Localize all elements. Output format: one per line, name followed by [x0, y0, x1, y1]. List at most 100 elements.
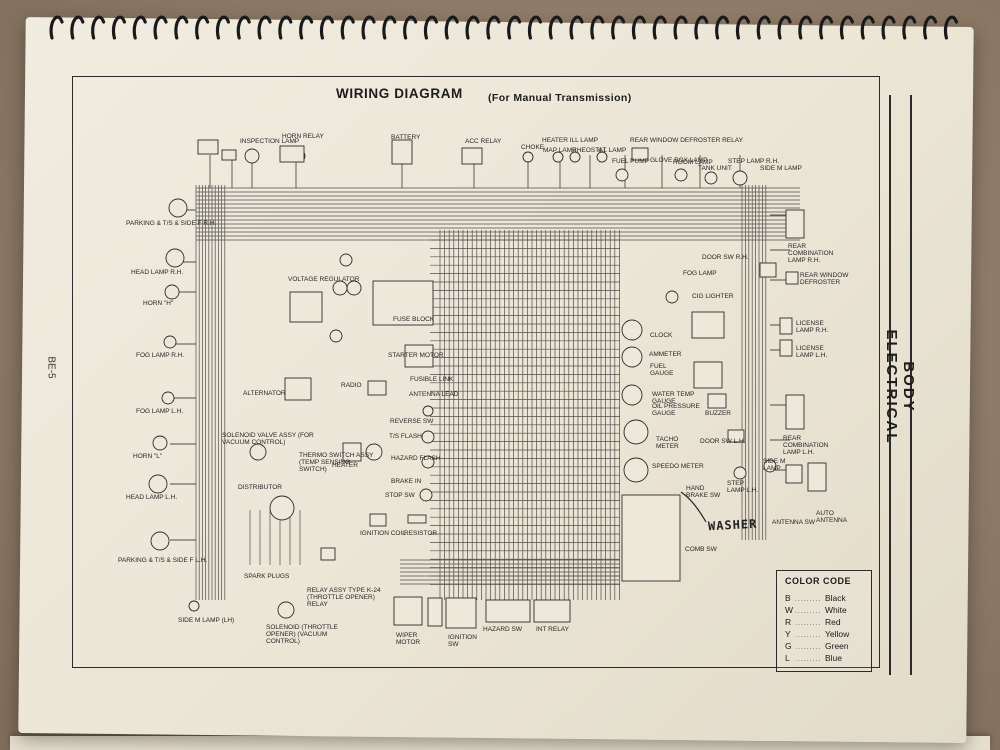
spiral-coil — [819, 15, 834, 40]
component-symbol — [733, 466, 747, 480]
component-symbol — [244, 148, 260, 164]
label-reverse-sw: REVERSE SW — [390, 418, 434, 425]
spiral-coil — [444, 15, 459, 40]
side-rule — [910, 95, 912, 675]
label-hazard-sw: HAZARD SW — [483, 626, 522, 633]
component-box — [785, 271, 799, 285]
component-symbol — [665, 290, 679, 304]
spiral-coil — [236, 15, 251, 40]
label-radio: RADIO — [341, 382, 362, 389]
label-oil-pressure-gauge: OIL PRESSURE GAUGE — [652, 403, 700, 417]
component-symbol — [148, 474, 168, 494]
label-choke: CHOKE — [521, 144, 545, 151]
label-horn-h: HORN "H" — [143, 300, 174, 307]
label-ill-lamp: ILL LAMP — [598, 147, 627, 154]
label-parking-rh: PARKING & T/S & SIDE F R.H. — [126, 220, 217, 227]
label-hand-brake-sw: HAND BRAKE SW — [686, 485, 721, 499]
spiral-coil — [839, 15, 854, 40]
color-code-row: W.........White — [785, 605, 847, 615]
component-symbol — [269, 495, 295, 521]
component-symbol — [732, 170, 748, 186]
diagram-subtitle: (For Manual Transmission) — [488, 92, 632, 104]
component-box — [785, 394, 805, 430]
spiral-coil — [673, 15, 688, 40]
label-buzzer: BUZZER — [705, 410, 731, 417]
label-map-lamp: MAP LAMP — [543, 147, 577, 154]
label-step-lamp-lh: STEP LAMP L.H. — [727, 480, 759, 494]
label-ignition-coil: IGNITION COIL — [360, 530, 406, 537]
label-thermo-switch: THERMO SWITCH ASSY (TEMP SENSING SWITCH) — [299, 452, 374, 473]
component-box — [404, 344, 434, 368]
label-horn-relay: HORN RELAY — [282, 133, 324, 140]
label-voltage-regulator: VOLTAGE REGULATOR — [288, 276, 360, 283]
label-acc-relay: ACC RELAY — [465, 138, 502, 145]
component-symbol — [329, 329, 343, 343]
label-rear-window-defroster-relay: REAR WINDOW DEFROSTER RELAY — [630, 137, 743, 144]
component-symbol — [152, 435, 168, 451]
component-symbol — [552, 151, 564, 163]
label-int-relay: INT RELAY — [536, 626, 569, 633]
label-ignition-sw: IGNITION SW — [448, 634, 477, 648]
component-box — [785, 209, 805, 239]
component-symbol — [421, 455, 435, 469]
label-starter-motor: STARTER MOTOR — [388, 352, 444, 359]
spiral-coil — [631, 15, 646, 40]
component-symbol — [763, 459, 777, 473]
label-battery: BATTERY — [391, 134, 421, 141]
label-side-m-lamp-rh: SIDE M LAMP — [760, 165, 802, 172]
component-box — [221, 149, 237, 161]
color-code-row: R.........Red — [785, 617, 841, 627]
component-box — [279, 145, 305, 163]
label-inspection-lamp: INSPECTION LAMP — [240, 138, 300, 145]
label-clock: CLOCK — [650, 332, 673, 339]
component-box — [727, 429, 745, 443]
diagram-title: WIRING DIAGRAM — [336, 86, 463, 101]
label-head-lamp-rh: HEAD LAMP R.H. — [131, 269, 184, 276]
spiral-coil — [777, 15, 792, 40]
component-box — [691, 311, 725, 339]
component-box — [197, 139, 219, 155]
label-solenoid-valve: SOLENOID VALVE ASSY (FOR VACUUM CONTROL) — [222, 432, 314, 446]
spiral-coil — [465, 15, 480, 40]
label-parking-lh: PARKING & T/S & SIDE F L.H. — [118, 557, 208, 564]
spiral-coil — [548, 15, 563, 40]
label-brake-in: BRAKE IN — [391, 478, 422, 485]
spiral-coil — [715, 15, 730, 40]
spiral-coil — [70, 15, 85, 40]
spiral-coil — [319, 15, 334, 40]
label-ts-flash: T/S FLASH — [389, 433, 422, 440]
component-symbol — [522, 151, 534, 163]
label-cig-lighter: CIG LIGHTER — [692, 293, 734, 300]
component-symbol — [163, 335, 177, 349]
spiral-coil — [361, 15, 376, 40]
component-symbol — [165, 248, 185, 268]
label-fuse-block: FUSE BLOCK — [393, 316, 435, 323]
component-box — [393, 596, 423, 626]
label-side-m-lamp-lh: SIDE M LAMP (LH) — [178, 617, 235, 624]
component-symbol — [674, 168, 688, 182]
label-door-sw-rh: DOOR SW R.H. — [702, 254, 749, 261]
label-comb-sw: COMB SW — [685, 546, 717, 553]
component-symbol — [623, 457, 649, 483]
component-symbol — [704, 171, 718, 185]
label-tacho-meter: TACHO METER — [656, 436, 679, 450]
handwritten-washer-note: WASHER — [707, 516, 758, 534]
spiral-binding — [49, 15, 958, 40]
spiral-coil — [735, 15, 750, 40]
label-head-lamp-lh: HEAD LAMP L.H. — [126, 494, 178, 501]
label-wiper-motor: WIPER MOTOR — [396, 632, 421, 646]
spiral-coil — [153, 15, 168, 40]
component-box — [369, 513, 387, 527]
component-box — [707, 393, 727, 409]
label-ammeter: AMMETER — [649, 351, 682, 358]
spiral-coil — [590, 15, 605, 40]
color-code-row: G.........Green — [785, 641, 849, 651]
spiral-coil — [902, 15, 917, 40]
spiral-coil — [215, 15, 230, 40]
label-auto-antenna: AUTO ANTENNA — [816, 510, 848, 524]
component-symbol — [569, 151, 581, 163]
component-box — [779, 339, 793, 357]
spiral-coil — [694, 15, 709, 40]
spiral-coil — [507, 15, 522, 40]
